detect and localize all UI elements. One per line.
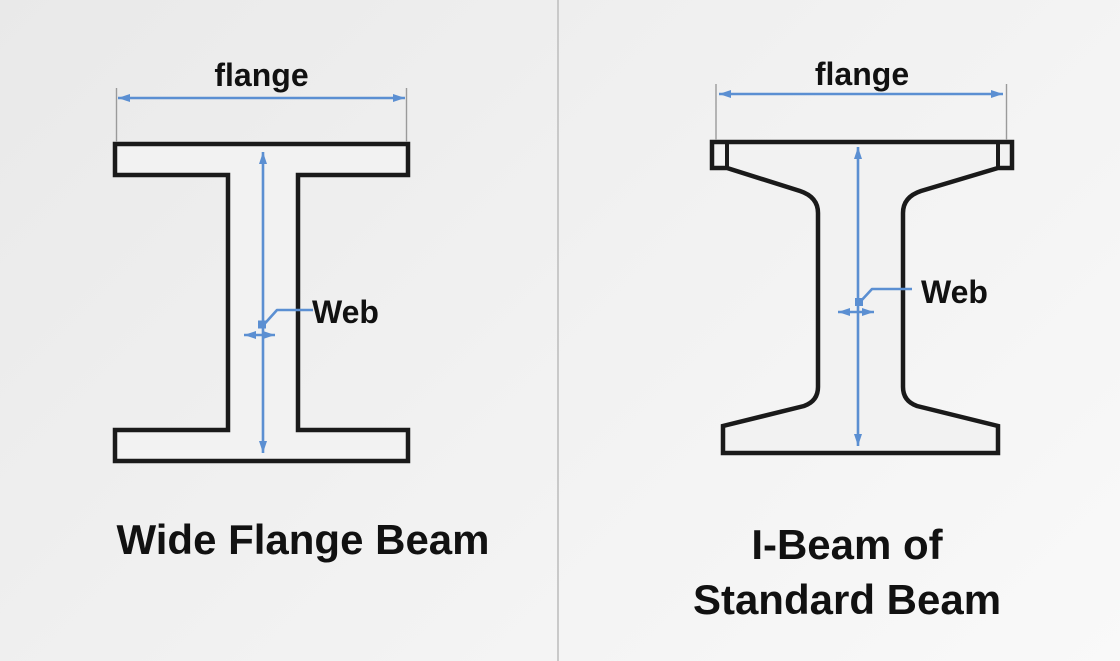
i-beam-outline [709,139,1015,456]
caption-wide-flange-beam: Wide Flange Beam [116,516,490,563]
web-leader-line [859,287,912,303]
wide-flange-beam-drawing [112,88,411,464]
web-leader-line [262,308,313,326]
caption-i-beam: I-Beam of Standard Beam [657,517,1037,627]
web-annotation [244,308,313,339]
web-leader-dot [855,298,863,306]
web-annotation [838,287,912,316]
caption-i-beam-line1: I-Beam of [751,521,943,568]
flange-width-dimension [115,88,408,142]
caption-i-beam-line2: Standard Beam [692,576,1002,623]
panel-divider [557,0,559,661]
flange-label-left: flange [214,57,309,93]
flange-label-right: flange [814,56,910,92]
web-label-left: Web [312,294,379,330]
standard-i-beam-drawing [709,84,1015,456]
flange-width-dimension [715,84,1008,140]
web-leader-dot [258,320,266,329]
web-label-right: Web [921,274,988,310]
